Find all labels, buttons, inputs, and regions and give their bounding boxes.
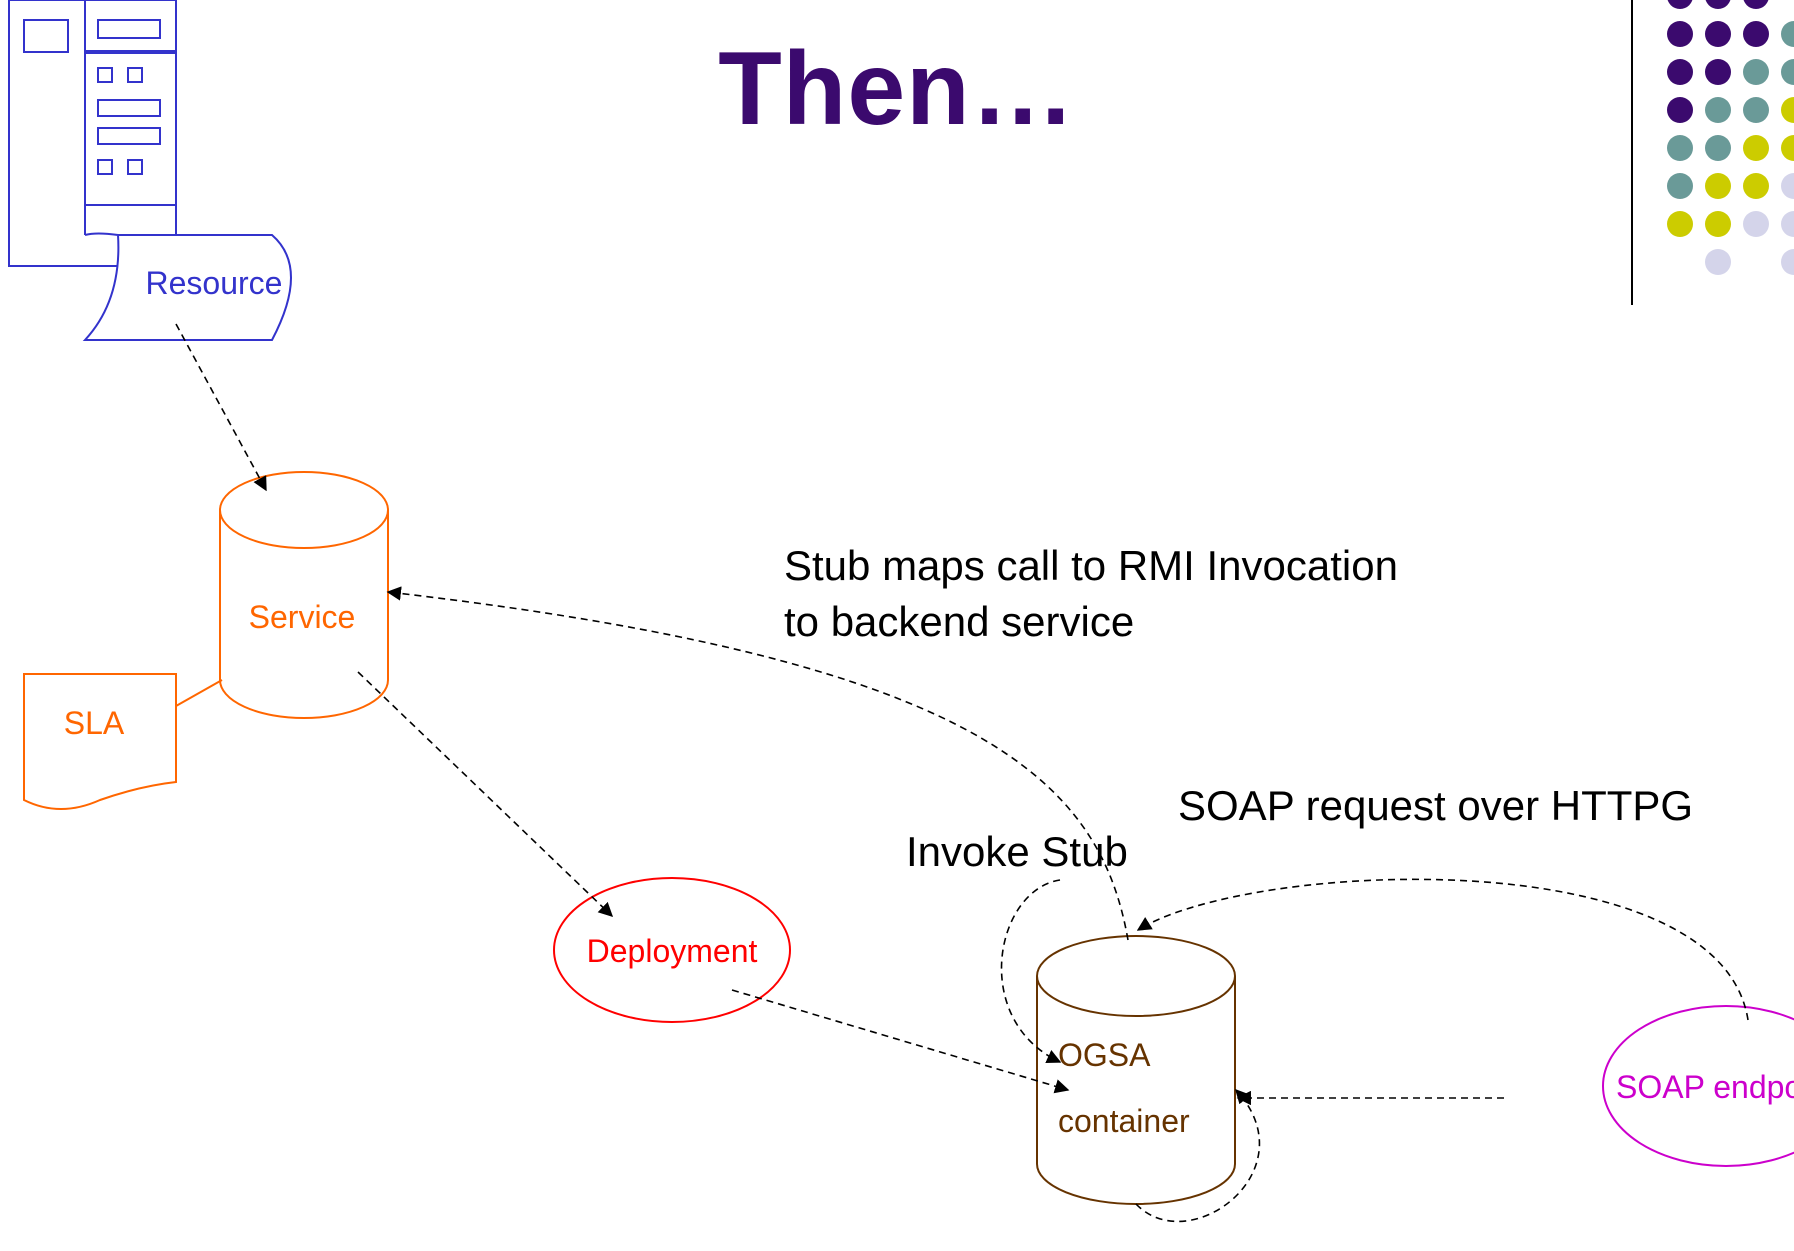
ogsa-to-service-arrow <box>386 586 1129 941</box>
decorative-dot <box>1705 59 1731 85</box>
sla-label: SLA <box>64 705 125 741</box>
decorative-dot <box>1705 211 1731 237</box>
decorative-dot <box>1781 135 1794 161</box>
decorative-dot <box>1743 173 1769 199</box>
decorative-dot <box>1667 135 1693 161</box>
invoke-stub-loop-arrow <box>1000 879 1062 1064</box>
resource-server-icon <box>8 0 292 341</box>
invoke-stub-annotation: Invoke Stub <box>906 828 1128 875</box>
decorative-dot <box>1781 21 1794 47</box>
decorative-dot <box>1781 211 1794 237</box>
decorative-dot-grid <box>1667 0 1794 275</box>
deployment-to-ogsa-arrow <box>731 989 1070 1094</box>
service-to-deployment-arrow <box>357 671 614 917</box>
decorative-dot <box>1743 97 1769 123</box>
container-label: container <box>1058 1103 1190 1139</box>
ogsa-self-loop-arrow <box>1135 1088 1261 1223</box>
deployment-label: Deployment <box>587 933 758 969</box>
decorative-dot <box>1705 21 1731 47</box>
decorative-dot <box>1781 173 1794 199</box>
decorative-dot <box>1667 97 1693 123</box>
decorative-dot <box>1781 97 1794 123</box>
decorative-dot <box>1781 59 1794 85</box>
slide-title: Then… <box>718 31 1076 147</box>
decorative-dot <box>1667 59 1693 85</box>
decorative-dot <box>1705 97 1731 123</box>
service-label: Service <box>249 599 356 635</box>
decorative-dot <box>1705 0 1731 9</box>
decorative-dot <box>1667 211 1693 237</box>
sla-document <box>23 673 223 810</box>
decorative-dot <box>1781 249 1794 275</box>
resource-label: Resource <box>146 265 283 301</box>
stub-maps-annotation-line1: Stub maps call to RMI Invocation <box>784 542 1398 589</box>
decorative-dot <box>1667 0 1693 9</box>
soap-request-annotation: SOAP request over HTTPG <box>1178 782 1693 829</box>
service-cylinder <box>219 471 389 719</box>
soap-endpoint-ellipse <box>1602 1005 1794 1167</box>
soap-endpoint-label: SOAP endpoint <box>1616 1069 1794 1105</box>
resource-to-service-arrow <box>175 323 267 492</box>
decorative-dot <box>1667 173 1693 199</box>
decorative-dot <box>1743 0 1769 9</box>
decorative-dot <box>1743 211 1769 237</box>
decorative-dot <box>1705 135 1731 161</box>
deployment-ellipse <box>553 877 791 1023</box>
soap-request-arrow <box>1136 878 1749 1021</box>
decorative-dot <box>1743 135 1769 161</box>
ogsa-label: OGSA <box>1058 1037 1151 1073</box>
decorative-dot <box>1705 173 1731 199</box>
stub-maps-annotation-line2: to backend service <box>784 598 1134 645</box>
decorative-dot <box>1743 21 1769 47</box>
decorative-dot <box>1667 21 1693 47</box>
decorative-dot <box>1705 249 1731 275</box>
decorative-dot <box>1743 59 1769 85</box>
